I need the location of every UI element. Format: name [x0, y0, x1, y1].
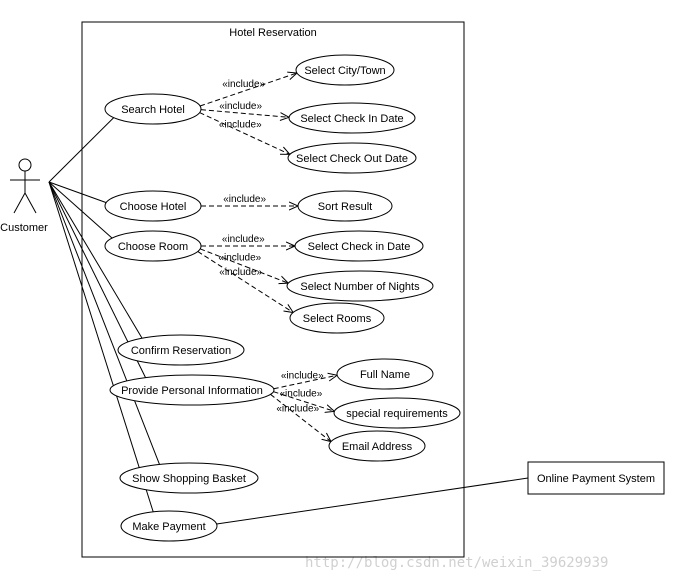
- include-arrow: [273, 375, 337, 390]
- association-line-customer-confirm_reservation: [48, 181, 143, 339]
- use-case-ellipse: [104, 190, 202, 222]
- use-case-ellipse: [104, 93, 202, 125]
- use-case-ellipse: [104, 230, 202, 262]
- association-line-customer-choose_hotel: [48, 181, 107, 204]
- use-case-ellipse: [119, 462, 259, 494]
- use-case-label: Select Number of Nights: [300, 281, 420, 293]
- external-system-label: Online Payment System: [537, 473, 655, 485]
- system-boundary: [81, 21, 465, 558]
- use-case-label: special requirements: [346, 408, 448, 420]
- use-case-full-name[interactable]: Full Name: [336, 358, 434, 390]
- watermark-text: http://blog.csdn.net/weixin_39629939: [305, 555, 608, 571]
- include-label: «include»: [281, 371, 324, 382]
- include-arrow: [273, 391, 334, 412]
- use-case-select-checkin-date[interactable]: Select Check In Date: [288, 102, 416, 134]
- use-case-email[interactable]: Email Address: [328, 430, 426, 462]
- use-case-ellipse: [297, 190, 393, 222]
- use-case-label: Select Check in Date: [308, 241, 411, 253]
- use-case-label: Select Rooms: [303, 313, 372, 325]
- include-arrow: [200, 109, 289, 118]
- include-label: «include»: [219, 101, 262, 112]
- use-case-personal-info[interactable]: Provide Personal Information: [109, 374, 275, 406]
- use-case-choose-hotel[interactable]: Choose Hotel: [104, 190, 202, 222]
- use-case-make-payment[interactable]: Make Payment: [120, 510, 218, 542]
- use-case-choose-room[interactable]: Choose Room: [104, 230, 202, 262]
- use-case-label: Show Shopping Basket: [132, 473, 246, 485]
- include-label: «include»: [223, 194, 266, 205]
- use-case-ellipse: [287, 142, 417, 174]
- association-line-customer-search_hotel: [48, 117, 115, 183]
- include-label: «include»: [222, 79, 265, 90]
- use-case-shopping-basket[interactable]: Show Shopping Basket: [119, 462, 259, 494]
- association-line-customer-shopping_basket: [48, 181, 160, 465]
- use-case-ellipse: [333, 397, 461, 429]
- include-relationships: «include» «include» «include» «include» «inc…: [197, 73, 337, 442]
- association-line-customer-choose_room: [48, 181, 113, 239]
- include-label: «include»: [222, 234, 265, 245]
- actor-customer[interactable]: Customer: [0, 158, 48, 234]
- use-case-label: Choose Hotel: [120, 201, 187, 213]
- include-arrow: [199, 73, 297, 107]
- include-label: «include»: [279, 389, 322, 400]
- use-case-label: Confirm Reservation: [131, 345, 231, 357]
- use-case-ellipse: [109, 374, 275, 406]
- use-case-label: Select Check Out Date: [296, 153, 408, 165]
- external-system-online-payment[interactable]: Online Payment System: [527, 461, 665, 495]
- use-case-ellipse: [328, 430, 426, 462]
- use-case-select-checkout-date[interactable]: Select Check Out Date: [287, 142, 417, 174]
- actor-label: Customer: [0, 222, 48, 234]
- use-case-confirm-reservation[interactable]: Confirm Reservation: [117, 334, 245, 366]
- use-case-ellipse: [120, 510, 218, 542]
- include-label: «include»: [219, 119, 262, 130]
- use-case-special-req[interactable]: special requirements: [333, 397, 461, 429]
- include-arrow: [197, 251, 294, 312]
- use-case-ellipse: [295, 54, 395, 86]
- use-case-ellipse: [286, 270, 434, 302]
- actor-head: [18, 158, 32, 172]
- use-case-ellipse: [336, 358, 434, 390]
- include-arrow: [199, 112, 290, 155]
- use-case-sort-result[interactable]: Sort Result: [297, 190, 393, 222]
- use-case-label: Make Payment: [132, 521, 205, 533]
- use-case-label: Search Hotel: [121, 104, 185, 116]
- use-case-label: Email Address: [342, 441, 413, 453]
- use-case-label: Select City/Town: [304, 65, 385, 77]
- use-case-select-rooms[interactable]: Select Rooms: [289, 302, 385, 334]
- include-label: «include»: [276, 404, 319, 415]
- association-line-make_payment-external_system: [216, 477, 529, 525]
- include-label: «include»: [219, 267, 262, 278]
- include-arrow: [270, 393, 331, 441]
- use-case-ellipse: [288, 102, 416, 134]
- use-case-ellipse: [117, 334, 245, 366]
- actor-right-leg: [24, 192, 37, 214]
- use-case-select-checkin-room[interactable]: Select Check in Date: [294, 230, 424, 262]
- association-lines: [48, 117, 529, 525]
- use-case-ellipse: [289, 302, 385, 334]
- use-case-search-hotel[interactable]: Search Hotel: [104, 93, 202, 125]
- association-line-customer-make_payment: [48, 181, 154, 512]
- external-system-box: [527, 461, 665, 495]
- use-case-label: Full Name: [360, 369, 410, 381]
- include-label: «include»: [218, 252, 261, 263]
- use-case-label: Select Check In Date: [300, 113, 403, 125]
- use-case-label: Choose Room: [118, 241, 188, 253]
- use-case-select-nights[interactable]: Select Number of Nights: [286, 270, 434, 302]
- use-case-select-city[interactable]: Select City/Town: [295, 54, 395, 86]
- system-title: Hotel Reservation: [229, 27, 316, 39]
- use-case-label: Provide Personal Information: [121, 385, 263, 397]
- use-case-label: Sort Result: [318, 201, 372, 213]
- actor-left-leg: [13, 192, 26, 214]
- use-case-ellipse: [294, 230, 424, 262]
